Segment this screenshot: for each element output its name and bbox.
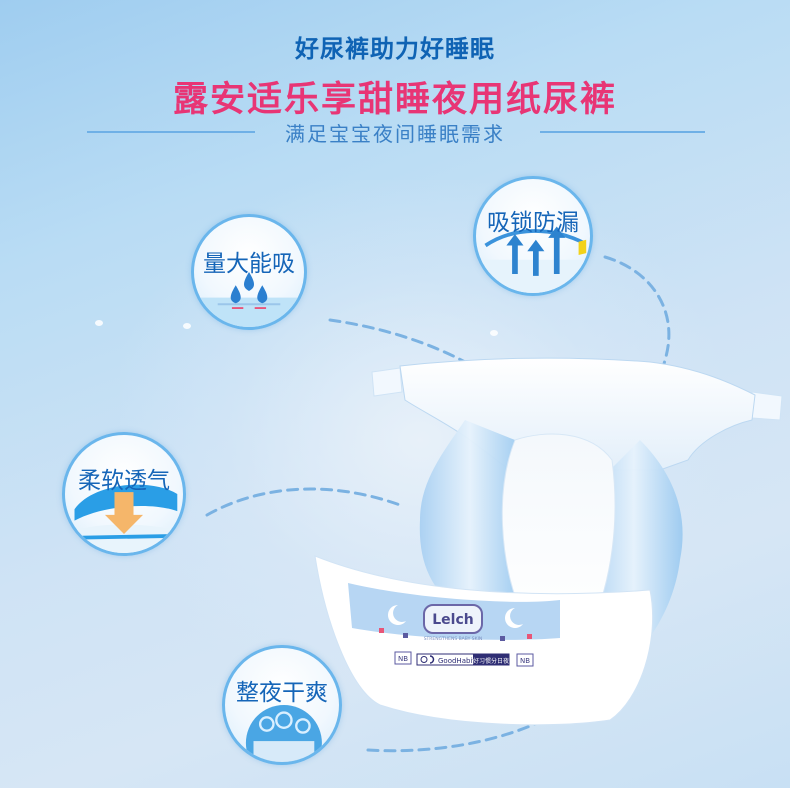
feature-label: 吸锁防漏 bbox=[487, 210, 579, 236]
svg-text:好习惯分日夜: 好习惯分日夜 bbox=[473, 657, 509, 665]
divider-right bbox=[540, 131, 705, 133]
feature-absorb: 量大能吸 bbox=[191, 214, 307, 330]
sparkle-icon bbox=[183, 323, 191, 329]
dry-bubbles-icon bbox=[245, 705, 322, 762]
product-title: 露安适乐享甜睡夜用纸尿裤 bbox=[172, 80, 617, 120]
sparkle-icon bbox=[95, 320, 103, 326]
feature-leakproof: 吸锁防漏 bbox=[473, 176, 593, 296]
svg-text:Lelch: Lelch bbox=[432, 612, 473, 628]
tagline: 好尿裤助力好睡眠 bbox=[295, 35, 495, 63]
subtitle-row: 满足宝宝夜间睡眠需求 bbox=[0, 118, 790, 146]
feature-label: 整夜干爽 bbox=[236, 680, 328, 706]
feature-dry-all-night: 整夜干爽 bbox=[222, 645, 342, 765]
svg-text:STRENGTHENS BABY SKIN: STRENGTHENS BABY SKIN bbox=[424, 636, 483, 642]
feature-breathable: 柔软透气 bbox=[62, 432, 186, 556]
svg-text:NB: NB bbox=[520, 657, 530, 665]
svg-text:NB: NB bbox=[398, 655, 408, 663]
svg-text:GoodHabit: GoodHabit bbox=[438, 657, 475, 665]
feature-label: 量大能吸 bbox=[203, 251, 295, 277]
subtitle: 满足宝宝夜间睡眠需求 bbox=[285, 122, 505, 146]
divider-left bbox=[87, 131, 255, 133]
feature-label: 柔软透气 bbox=[78, 468, 170, 494]
